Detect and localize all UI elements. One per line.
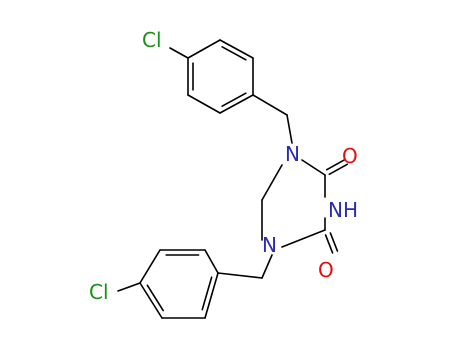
- bond-ring-ch2-ch2: [261, 164, 283, 201]
- bond-top-ring-1: [219, 39, 254, 59]
- atom-nh: NH: [328, 198, 358, 222]
- atom-chlorine-bottom: Cl: [89, 280, 109, 304]
- atom-nitrogen-bottom: N: [262, 233, 277, 257]
- bond-top-ch2-n: [286, 114, 293, 144]
- bond-bottom-ring-2: [139, 249, 161, 284]
- bond-bottom-ring-inner-2: [146, 284, 165, 312]
- bond-bottom-n-ch2: [261, 254, 273, 279]
- bond-bottom-ring-inner-3: [201, 276, 213, 311]
- bond-carbonyl-top-b: [325, 158, 346, 171]
- atom-oxygen-bottom: O: [318, 258, 334, 282]
- bond-carbonyl-top-a: [328, 163, 349, 176]
- bond-bottom-ch2-ring: [217, 272, 263, 279]
- atom-oxygen-top: O: [342, 144, 358, 168]
- bond-bottom-c-cl: [117, 282, 141, 292]
- bond-top-ring-inner-1: [221, 46, 247, 61]
- bond-ring-n-c1: [301, 159, 326, 176]
- bond-top-ring-ch2: [252, 94, 288, 116]
- bond-top-ring-4: [187, 94, 221, 114]
- bond-top-c-cl: [169, 47, 189, 59]
- bond-bottom-ring-3: [139, 282, 163, 319]
- bond-carbonyl-bottom-b: [329, 232, 339, 252]
- bond-carbonyl-bottom-a: [324, 234, 334, 254]
- bond-top-ring-inner-2: [221, 92, 247, 107]
- bond-bottom-ring-0: [204, 249, 219, 274]
- bond-ring-c2-n: [281, 229, 326, 248]
- atom-nitrogen-top: N: [285, 142, 300, 166]
- atom-label-layer: Cl N O NH N O Cl: [89, 28, 358, 304]
- bond-top-ring-0: [187, 39, 221, 59]
- bond-top-ring-3: [219, 94, 254, 114]
- bond-layer: [117, 39, 349, 319]
- bond-bottom-ring-5: [204, 272, 219, 319]
- atom-chlorine-top: Cl: [142, 28, 162, 52]
